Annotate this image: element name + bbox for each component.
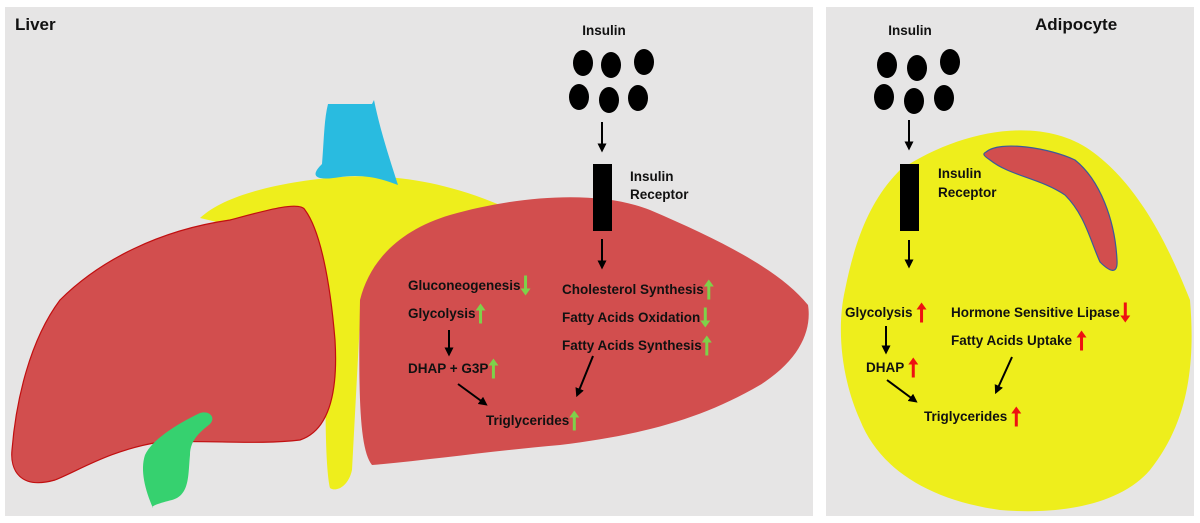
liver-insulin-receptor xyxy=(593,164,612,231)
adipocyte-insulin-molecules xyxy=(874,49,960,114)
liver-regulation-arrows xyxy=(475,275,714,431)
adipocyte-glycolysis-label: Glycolysis xyxy=(845,305,913,320)
insulin-molecule-icon xyxy=(874,84,894,110)
liver-gluconeogenesis-label: Gluconeogenesis xyxy=(408,278,521,293)
up-arrow-icon xyxy=(908,357,919,378)
adipocyte-insulin-label: Insulin xyxy=(888,23,932,38)
up-arrow-icon xyxy=(488,358,499,379)
insulin-molecule-icon xyxy=(628,85,648,111)
adipocyte-triglycerides-label: Triglycerides xyxy=(924,409,1007,424)
up-arrow-icon xyxy=(475,303,486,324)
adipocyte-dhap-to-triglycerides-arrow xyxy=(886,379,918,403)
liver-insulin-molecules xyxy=(569,49,654,113)
insulin-molecule-icon xyxy=(940,49,960,75)
liver-receptor-label-line2: Receptor xyxy=(630,187,689,202)
up-arrow-icon xyxy=(569,410,580,431)
down-arrow-icon xyxy=(700,307,711,328)
up-arrow-icon xyxy=(1076,330,1087,351)
adipocyte-insulin-receptor xyxy=(900,164,919,231)
gallbladder-shape xyxy=(142,412,213,508)
adipocyte-nucleus-shape xyxy=(983,145,1118,271)
insulin-molecule-icon xyxy=(599,87,619,113)
adipocyte-fatty-acids-uptake-label: Fatty Acids Uptake xyxy=(951,333,1073,348)
up-arrow-icon xyxy=(703,279,714,300)
adipocyte-fatty-acids-to-triglycerides-arrow xyxy=(994,356,1013,395)
insulin-molecule-icon xyxy=(877,52,897,78)
insulin-molecule-icon xyxy=(907,55,927,81)
insulin-molecule-icon xyxy=(573,50,593,76)
liver-insulin-label: Insulin xyxy=(582,23,626,38)
liver-fatty-acids-synthesis-label: Fatty Acids Synthesis xyxy=(562,338,702,353)
liver-panel-title: Liver xyxy=(15,15,56,34)
insulin-molecule-icon xyxy=(934,85,954,111)
adipocyte-receptor-label-line1: Insulin xyxy=(938,166,982,181)
fatty-acids-to-triglycerides-arrow xyxy=(575,355,594,398)
adipocyte-hsl-label: Hormone Sensitive Lipase xyxy=(951,305,1120,320)
adipocyte-panel-title: Adipocyte xyxy=(1035,15,1117,34)
liver-triglycerides-label: Triglycerides xyxy=(486,413,569,428)
insulin-molecule-icon xyxy=(634,49,654,75)
up-arrow-icon xyxy=(701,335,712,356)
liver-left-lobe xyxy=(11,205,337,484)
liver-glycolysis-label: Glycolysis xyxy=(408,306,476,321)
dhap-to-triglycerides-arrow xyxy=(457,383,488,406)
liver-cholesterol-synthesis-label: Cholesterol Synthesis xyxy=(562,282,704,297)
vena-cava-shape xyxy=(315,100,398,185)
up-arrow-icon xyxy=(1011,406,1022,427)
liver-fatty-acids-oxidation-label: Fatty Acids Oxidation xyxy=(562,310,700,325)
adipocyte-receptor-label-line2: Receptor xyxy=(938,185,997,200)
adipocyte-dhap-label: DHAP xyxy=(866,360,904,375)
adipocyte-regulation-arrows xyxy=(908,302,1131,427)
down-arrow-icon xyxy=(1120,302,1131,323)
liver-right-lobe xyxy=(359,197,809,465)
liver-receptor-label-line1: Insulin xyxy=(630,169,674,184)
insulin-molecule-icon xyxy=(904,88,924,114)
insulin-molecule-icon xyxy=(569,84,589,110)
insulin-molecule-icon xyxy=(601,52,621,78)
liver-dhap-g3p-label: DHAP + G3P xyxy=(408,361,488,376)
down-arrow-icon xyxy=(520,275,531,296)
up-arrow-icon xyxy=(916,302,927,323)
